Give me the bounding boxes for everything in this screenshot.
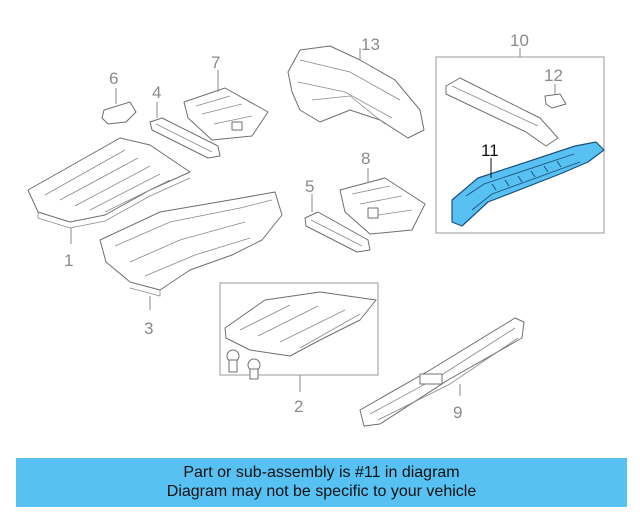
banner-line-2: Diagram may not be specific to your vehi… — [166, 483, 477, 500]
part-4-bracket[interactable] — [149, 117, 221, 159]
part-7-floor-plate[interactable] — [183, 87, 269, 141]
part-12-plate[interactable] — [544, 93, 567, 109]
callout-13[interactable]: 13 — [361, 35, 380, 54]
part-9-side-rail[interactable] — [359, 317, 525, 427]
part-10-rear-rail[interactable] — [445, 77, 559, 147]
callout-1[interactable]: 1 — [64, 251, 73, 270]
callout-2[interactable]: 2 — [294, 397, 303, 416]
callout-10[interactable]: 10 — [510, 31, 529, 50]
part-6-bracket[interactable] — [101, 101, 137, 125]
info-banner: Part or sub-assembly is #11 in diagram D… — [16, 458, 627, 507]
part-5-bracket[interactable] — [304, 211, 371, 253]
callout-12[interactable]: 12 — [544, 66, 563, 85]
part-2-rear-floor-panel[interactable] — [224, 291, 377, 380]
callout-4[interactable]: 4 — [152, 83, 161, 102]
banner-line-1: Part or sub-assembly is #11 in diagram — [183, 464, 460, 481]
callout-3[interactable]: 3 — [144, 319, 153, 338]
callout-5[interactable]: 5 — [305, 177, 314, 196]
callout-11[interactable]: 11 — [481, 141, 499, 160]
part-1-front-floor-pan[interactable] — [27, 137, 191, 229]
parts-diagram: 1 2 3 4 5 6 7 — [27, 31, 605, 427]
callout-6[interactable]: 6 — [109, 69, 118, 88]
callout-9[interactable]: 9 — [453, 403, 462, 422]
part-13-cross-member[interactable] — [287, 45, 425, 139]
part-11-rear-frame-rail[interactable] — [451, 141, 605, 227]
part-8-floor-plate[interactable] — [339, 177, 426, 235]
callout-8[interactable]: 8 — [361, 149, 370, 168]
callout-7[interactable]: 7 — [211, 53, 220, 72]
part-3-floor-tunnel[interactable] — [99, 191, 283, 297]
part-2-group-box — [219, 282, 379, 376]
